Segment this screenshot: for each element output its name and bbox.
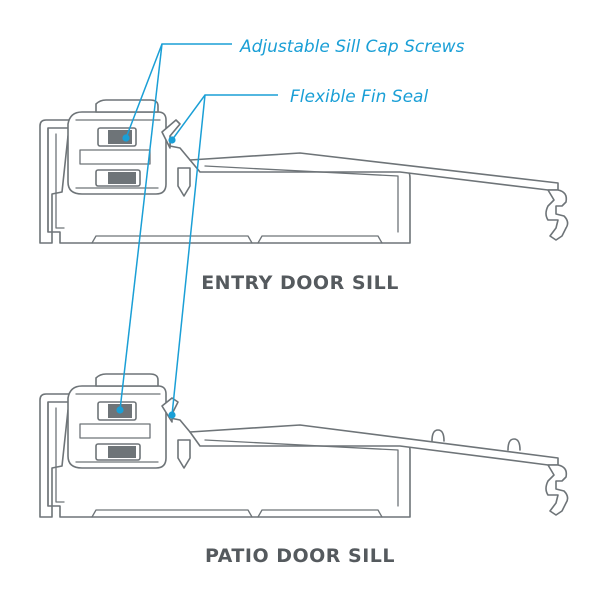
- entry-door-sill-profile: [39, 99, 569, 244]
- seal-callout-label: Flexible Fin Seal: [290, 87, 428, 107]
- screws-callout-label: Adjustable Sill Cap Screws: [239, 37, 465, 57]
- entry-sill-title: ENTRY DOOR SILL: [201, 272, 399, 294]
- patio-seal-marker: [168, 411, 176, 419]
- patio-door-sill-profile: [39, 373, 569, 518]
- patio-sill-title: PATIO DOOR SILL: [205, 545, 395, 567]
- entry-seal-marker: [168, 136, 176, 144]
- entry-screw-marker: [122, 134, 130, 142]
- patio-screw-marker: [116, 406, 124, 414]
- screws-callout-leader: [116, 43, 232, 414]
- seal-callout-leader: [168, 94, 278, 419]
